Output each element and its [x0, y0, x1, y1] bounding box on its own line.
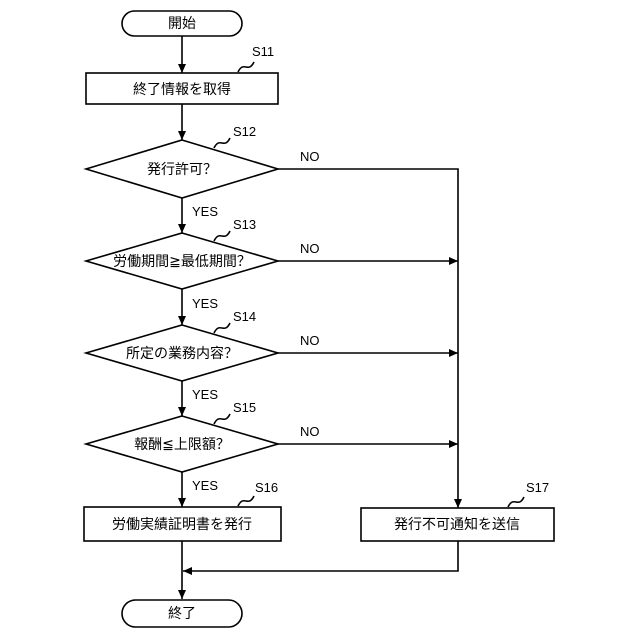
s12-label: S12	[233, 124, 256, 139]
s16-text: 労働実績証明書を発行	[112, 517, 252, 533]
s11-leader	[238, 62, 254, 72]
s11-text: 終了情報を取得	[133, 81, 231, 98]
s15-leader	[214, 414, 230, 424]
s13-label: S13	[233, 217, 256, 232]
s14-yes-label: YES	[192, 387, 218, 402]
s11-label: S11	[252, 44, 274, 59]
s14-no-label: NO	[300, 333, 320, 348]
s12-text: 発行許可？	[147, 162, 217, 178]
s13-yes-label: YES	[192, 296, 218, 311]
s12-yes-label: YES	[192, 204, 218, 219]
s14-text: 所定の業務内容？	[126, 345, 238, 362]
end-text: 終了	[168, 606, 196, 622]
s16-label: S16	[255, 480, 278, 495]
s15-no-label: NO	[300, 424, 320, 439]
start-text: 開始	[168, 16, 196, 32]
s15-label: S15	[233, 400, 256, 415]
s13-leader	[214, 231, 230, 241]
s13-no-label: NO	[300, 241, 320, 256]
s14-leader	[214, 323, 230, 333]
s17-label: S17	[526, 480, 549, 495]
edge-s17-merge	[183, 541, 458, 571]
s14-label: S14	[233, 309, 256, 324]
s17-text: 発行不可通知を送信	[394, 516, 520, 533]
s17-leader	[508, 497, 524, 507]
s13-text: 労働期間≧最低期間？	[113, 254, 251, 270]
s15-yes-label: YES	[192, 478, 218, 493]
s16-leader	[238, 496, 254, 506]
s12-no-label: NO	[300, 149, 320, 164]
s12-leader	[214, 138, 230, 148]
s15-text: 報酬≦上限額？	[134, 437, 230, 453]
